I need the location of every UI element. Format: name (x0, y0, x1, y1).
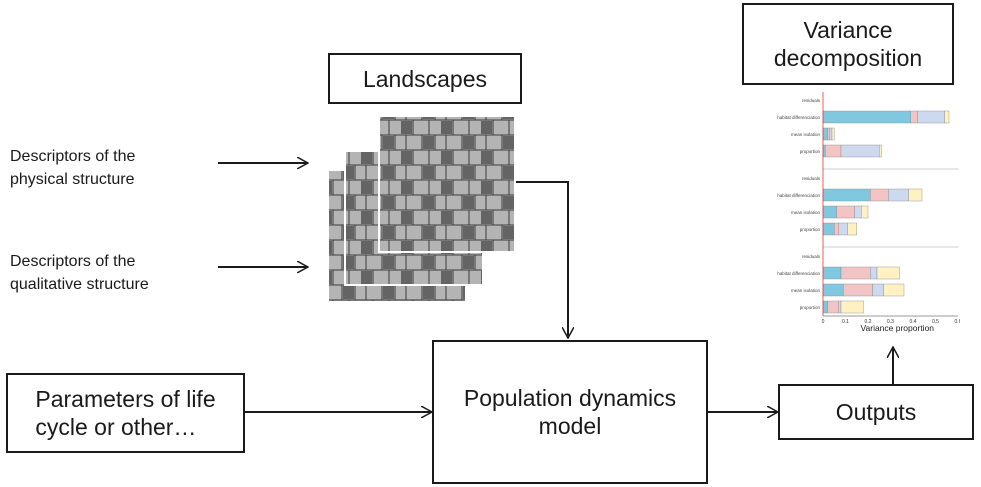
bar-segment (847, 222, 857, 236)
category-label: proportion (800, 305, 821, 310)
variance-decomposition-box-label: Variance decomposition (773, 17, 923, 71)
bar-segment (822, 283, 844, 297)
bar-segment (829, 127, 833, 141)
bar-segment (822, 300, 828, 314)
bar-segment (840, 144, 880, 158)
bar-segment (870, 266, 878, 280)
bar-segment (822, 188, 871, 202)
bar-segment (872, 283, 884, 297)
bar-segment (822, 266, 842, 280)
bar-segment (908, 188, 923, 202)
bar-segment (876, 266, 900, 280)
parameters-box-label: Parameters of life cycle or other… (35, 386, 216, 440)
physical-structure-label: Descriptors of the physical structure (10, 148, 136, 188)
category-label: habitat differenciation (777, 115, 820, 120)
category-label: habitat differenciation (777, 271, 820, 276)
outputs-box: Outputs (778, 384, 974, 440)
category-label: residuals (802, 176, 821, 181)
category-label: mean isolation (791, 288, 821, 293)
x-tick-label: 0.4 (910, 319, 917, 325)
bar-segment (870, 188, 889, 202)
category-label: habitat differenciation (777, 193, 820, 198)
bar-segment (838, 222, 848, 236)
bar-segment (854, 205, 862, 219)
landscapes-box: Landscapes (328, 53, 522, 104)
qualitative-structure-label: Descriptors of the qualitative structure (10, 253, 149, 293)
x-tick-label: 0.1 (842, 319, 849, 325)
bar-segment (825, 144, 842, 158)
bar-segment (910, 110, 918, 124)
x-tick-label: 0.6 (955, 319, 960, 325)
category-label: proportion (800, 227, 821, 232)
x-tick-label: 0.2 (865, 319, 872, 325)
bar-segment (827, 300, 839, 314)
bar-segment (944, 110, 950, 124)
category-label: residuals (802, 254, 821, 259)
bar-segment (917, 110, 945, 124)
population-dynamics-model-box: Population dynamics model (432, 340, 708, 484)
bar-segment (861, 205, 869, 219)
category-label: mean isolation (791, 132, 821, 137)
landscapes-box-label: Landscapes (362, 65, 488, 92)
population-dynamics-model-box-label: Population dynamics model (463, 385, 677, 439)
x-tick-label: 0.3 (887, 319, 894, 325)
x-axis-label: Variance proportion (860, 323, 934, 333)
bar-segment (836, 205, 855, 219)
category-label: residuals (802, 98, 821, 103)
bar-segment (822, 222, 835, 236)
variance-decomposition-box: Variance decomposition (742, 3, 954, 85)
bar-segment (822, 110, 911, 124)
x-tick-label: 0 (822, 319, 825, 325)
bar-segment (883, 283, 905, 297)
bar-segment (838, 300, 842, 314)
bar-segment (840, 300, 864, 314)
outputs-box-label: Outputs (835, 399, 917, 425)
bar-segment (843, 283, 873, 297)
x-tick-label: 0.5 (932, 319, 939, 325)
bar-segment (840, 266, 871, 280)
category-label: proportion (800, 149, 821, 154)
arrow-landscapes-to-model (515, 181, 568, 338)
bar-segment (879, 144, 882, 158)
bar-segment (822, 205, 837, 219)
bar-segment (834, 222, 839, 236)
bar-segment (822, 127, 828, 141)
parameters-box: Parameters of life cycle or other… (6, 373, 245, 453)
bar-segment (831, 127, 835, 141)
bar-segment (888, 188, 909, 202)
variance-chart: residuals habitat differenciation mean iso… (777, 92, 960, 333)
category-label: mean isolation (791, 210, 821, 215)
bar-segment (827, 127, 830, 141)
